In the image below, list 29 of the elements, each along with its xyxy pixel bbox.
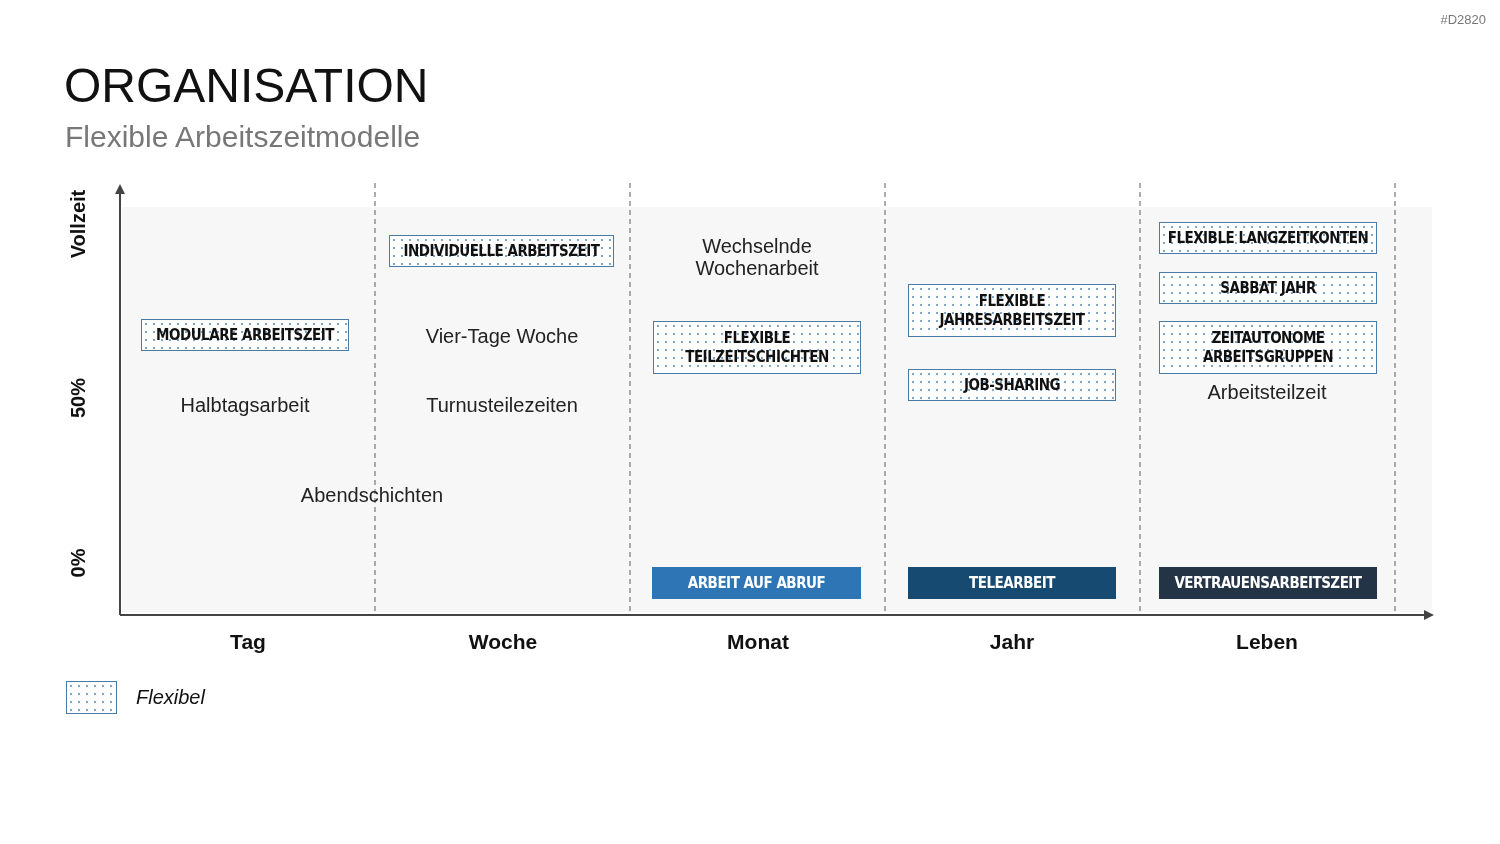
x-axis-label: Monat — [726, 631, 790, 653]
flexible-model-box: FLEXIBLE LANGZEITKONTEN — [1159, 222, 1377, 254]
slide-code: #D2820 — [1440, 12, 1486, 27]
y-axis-label: 50% — [66, 378, 90, 418]
flexible-model-box: MODULARE ARBEITSZEIT — [141, 319, 349, 351]
y-axis-label: 0% — [66, 548, 90, 578]
flexible-model-box: INDIVIDUELLE ARBEITSZEIT — [389, 235, 614, 267]
model-text: Wechselnde Wochenarbeit — [694, 235, 820, 279]
model-text: Turnusteilezeiten — [425, 394, 579, 416]
x-axis-label: Tag — [229, 631, 267, 653]
legend-label: Flexibel — [136, 686, 205, 709]
model-text: Halbtagsarbeit — [179, 394, 311, 416]
category-bar: ARBEIT AUF ABRUF — [652, 567, 861, 599]
flexible-model-box: ZEITAUTONOME ARBEITSGRUPPEN — [1159, 321, 1377, 374]
slide-title: ORGANISATION — [64, 58, 429, 114]
category-bar: VERTRAUENSARBEITSZEIT — [1159, 567, 1377, 599]
model-text: Vier-Tage Woche — [424, 325, 580, 347]
y-axis-label: Vollzeit — [66, 189, 90, 259]
x-axis-label: Leben — [1235, 631, 1299, 653]
x-axis-label: Jahr — [988, 631, 1036, 653]
flexible-model-box: SABBAT JAHR — [1159, 272, 1377, 304]
model-text: Abendschichten — [299, 484, 445, 506]
x-axis-label: Woche — [467, 631, 539, 653]
flexible-model-box: JOB-SHARING — [908, 369, 1116, 401]
flexible-model-box: FLEXIBLE JAHRESARBEITSZEIT — [908, 284, 1116, 337]
flexible-model-box: FLEXIBLE TEILZEITSCHICHTEN — [653, 321, 861, 374]
category-bar: TELEARBEIT — [908, 567, 1116, 599]
model-text: Arbeitsteilzeit — [1206, 381, 1328, 403]
slide-subtitle: Flexible Arbeitszeitmodelle — [65, 119, 421, 155]
